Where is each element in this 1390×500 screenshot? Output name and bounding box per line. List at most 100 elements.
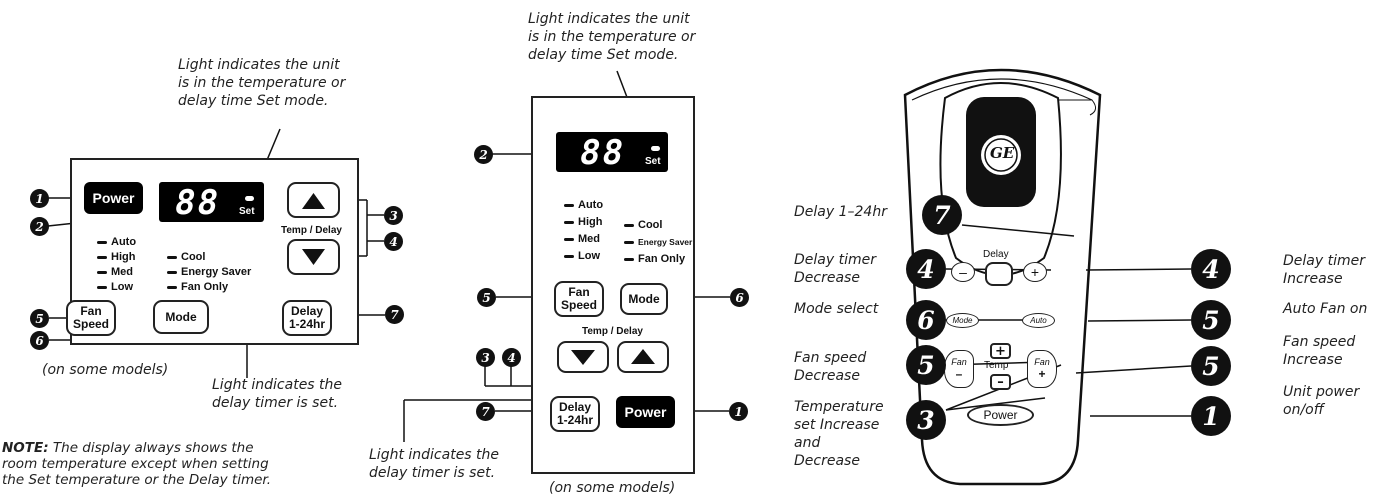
left-down-arrow-button[interactable] [287,239,340,275]
callout-1: 1 [729,402,748,421]
middle-on-some-models: (on some models) [549,480,676,496]
delay-line: Delay [290,304,324,318]
callout-3: 3 [906,400,946,440]
callout-3: 3 [384,206,403,225]
indicator-high: High [97,250,136,265]
callout-4: 4 [384,232,403,251]
callout-3: 3 [476,348,495,367]
down-arrow-icon [302,249,325,265]
left-mode-button[interactable]: Mode [153,300,209,334]
indicator-high: High [564,215,603,230]
indicator-cool: Cool [624,217,692,234]
callout-7: 7 [922,195,962,235]
callout-4: 4 [502,348,521,367]
label-auto-fan: Auto Fan on [1283,301,1368,317]
remote-delay-minus-button[interactable]: – [951,262,975,282]
note-bold: NOTE: [2,440,49,456]
note-line: is in the temperature or [178,75,346,91]
remote-auto-button[interactable]: Auto [1022,313,1055,328]
set-label: Set [645,156,661,167]
note-line: delay time Set mode. [178,93,329,109]
middle-down-arrow-button[interactable] [557,341,609,373]
left-temp-delay-label: Temp / Delay [281,225,342,236]
remote-mode-button[interactable]: Mode [946,313,979,328]
callout-1: 1 [1191,396,1231,436]
indicator-auto: Auto [97,235,136,250]
delay-line: Delay [558,400,592,414]
remote-delay-label: Delay [983,249,1009,260]
fan-speed-line: Speed [72,317,109,331]
callout-4: 4 [906,249,946,289]
middle-display: 88 Set [556,132,668,173]
callout-5: 5 [30,309,49,328]
remote-fan-decrease-button[interactable]: Fan – [944,350,974,388]
middle-timer-light-note: Light indicates the delay timer is set. [369,446,499,482]
callout-6: 6 [906,300,946,340]
indicator-fan-only: Fan Only [167,280,251,295]
note-line: room temperature except when setting [2,456,269,472]
callout-1: 1 [30,189,49,208]
set-label: Set [239,206,255,217]
indicator-auto: Auto [564,198,603,213]
remote-delay-plus-button[interactable]: + [1023,262,1047,282]
remote-delay-button[interactable] [985,262,1013,286]
left-timer-light-note: Light indicates the delay timer is set. [212,376,342,412]
display-note: NOTE: The display always shows the room … [2,440,271,488]
left-display: 88 Set [159,182,264,223]
fan-speed-line: Speed [560,298,597,312]
remote-temp-label: Temp [984,360,1009,371]
label-delay-range: Delay 1–24hr [794,204,887,220]
note-line: the Set temperature or the Delay timer. [2,472,272,488]
left-up-arrow-button[interactable] [287,182,340,218]
remote-power-button[interactable]: Power [967,404,1034,426]
note-line: Light indicates the unit [178,57,340,73]
middle-mode-button[interactable]: Mode [620,283,668,315]
note-line: is in the temperature or [528,29,696,45]
middle-up-arrow-button[interactable] [617,341,669,373]
middle-fan-options: Auto High Med Low [564,198,603,264]
indicator-low: Low [97,280,136,295]
remote-temp-plus-button[interactable]: + [990,343,1011,359]
left-on-some-models: (on some models) [42,362,169,378]
delay-line: 1-24hr [288,317,326,331]
callout-5: 5 [906,345,946,385]
left-power-button[interactable]: Power [84,182,143,214]
note-line: The display always shows the [48,440,254,456]
middle-mode-options: Cool Energy Saver Fan Only [624,217,692,268]
middle-temp-delay-label: Temp / Delay [582,326,643,337]
middle-power-button[interactable]: Power [616,396,675,428]
ge-logo: GE [990,144,1015,162]
indicator-energy-saver: Energy Saver [624,234,692,251]
callout-7: 7 [476,402,495,421]
set-indicator-light [245,196,254,201]
indicator-med: Med [97,265,136,280]
callout-6: 6 [30,331,49,350]
remote-temp-minus-button[interactable]: – [990,374,1011,390]
left-mode-options: Cool Energy Saver Fan Only [167,250,251,295]
plus-glyph: + [1038,367,1046,381]
down-arrow-icon [571,350,595,365]
callout-7: 7 [385,305,404,324]
callout-5: 5 [1191,346,1231,386]
callout-6: 6 [730,288,749,307]
note-line: delay time Set mode. [528,47,679,63]
callout-2: 2 [30,217,49,236]
callout-2: 2 [474,145,493,164]
indicator-med: Med [564,232,603,247]
note-line: delay timer is set. [369,465,496,481]
fan-label: Fan [951,357,967,367]
remote-fan-increase-button[interactable]: Fan + [1027,350,1057,388]
minus-glyph: – [955,367,963,381]
indicator-energy-saver: Energy Saver [167,265,251,280]
